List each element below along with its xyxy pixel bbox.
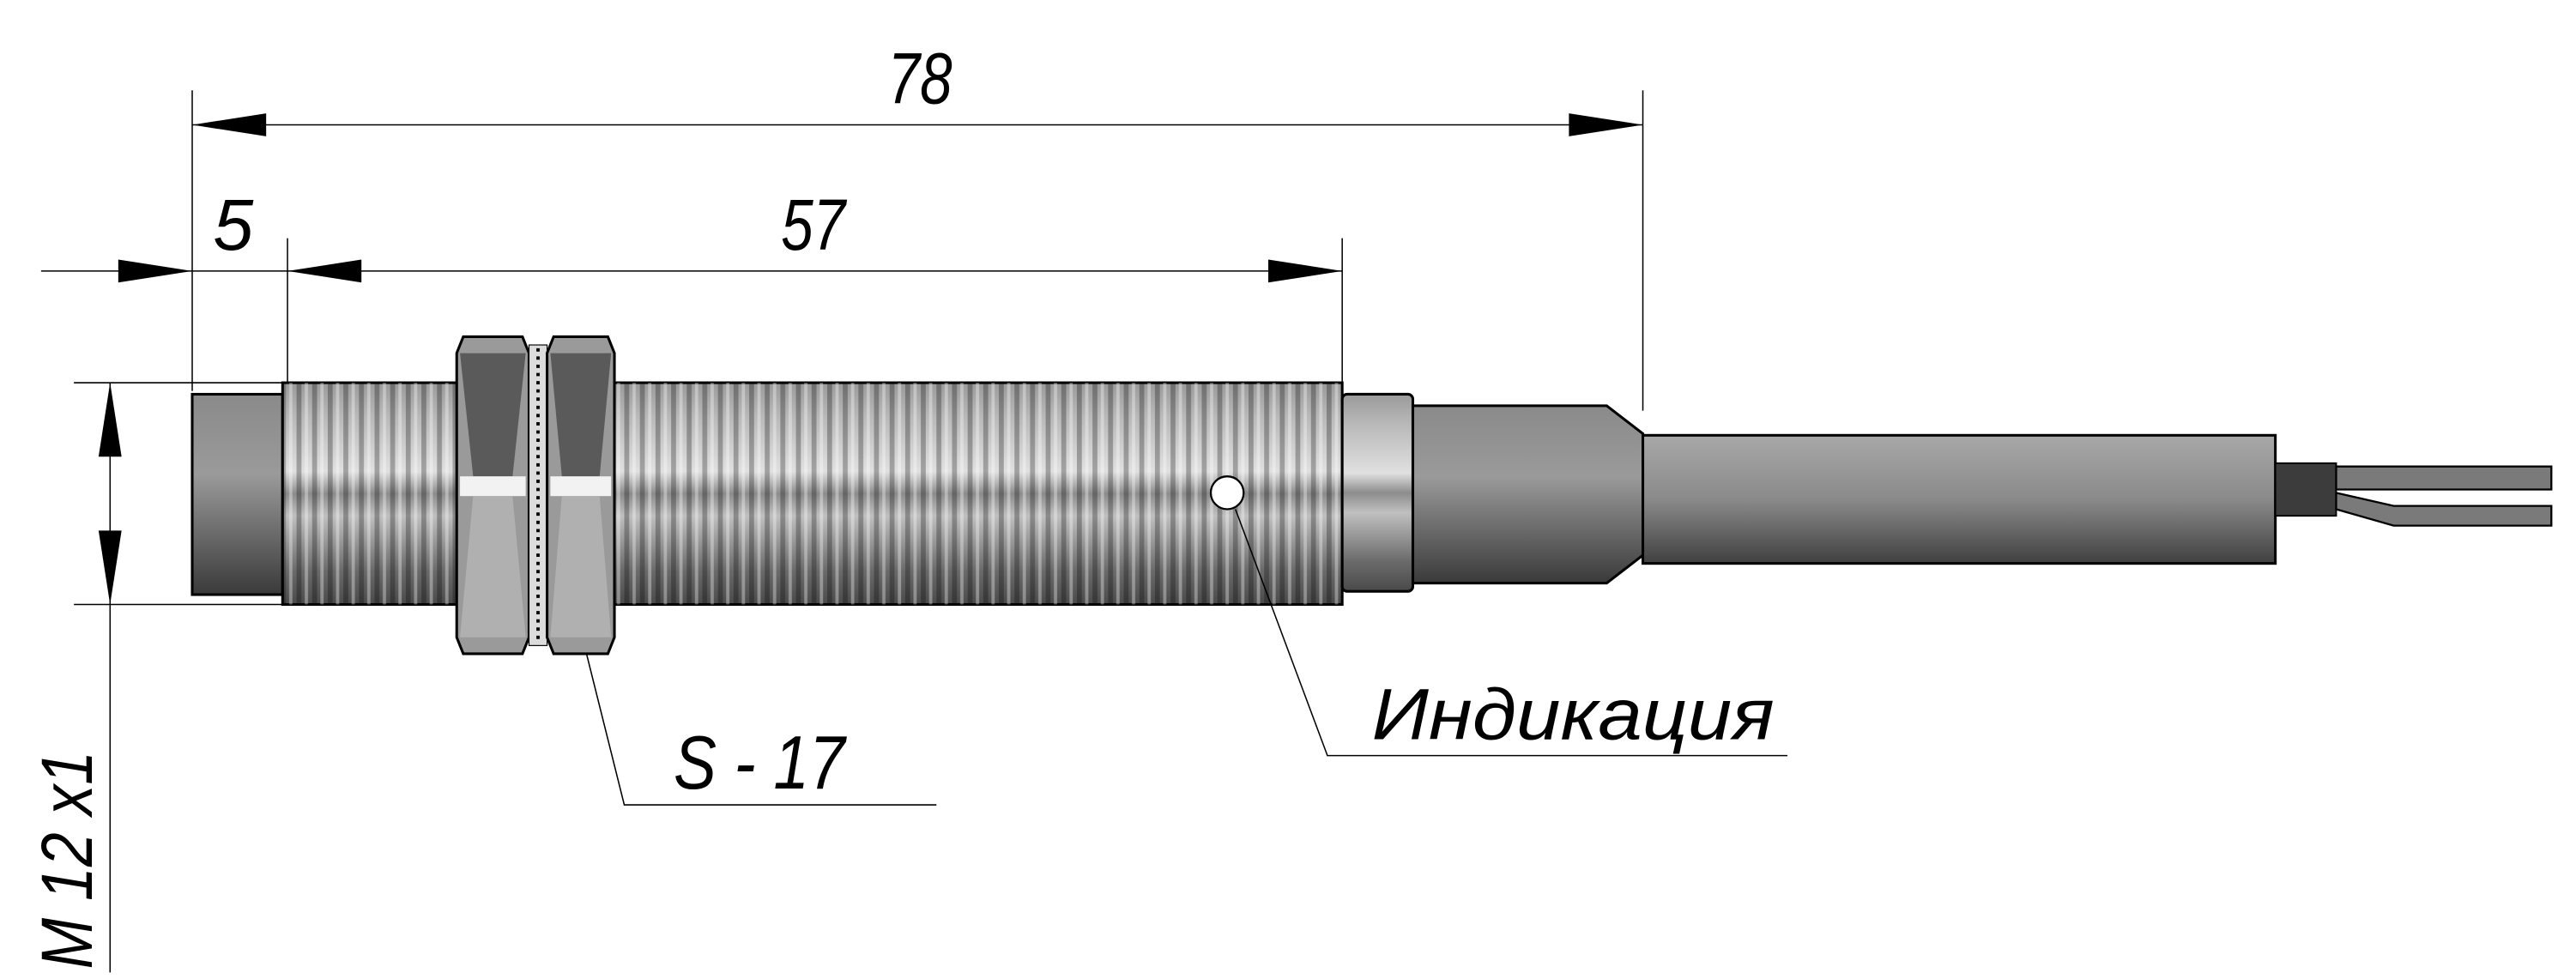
dim-78-label: 78 xyxy=(888,39,952,120)
dimension-line-diameter xyxy=(98,383,122,605)
lock-nut-2 xyxy=(546,335,616,656)
dimension-line-78 xyxy=(192,113,1643,136)
wire-sleeve xyxy=(2274,462,2337,517)
collar xyxy=(1340,392,1415,593)
indicator-label: Индикация xyxy=(1372,674,1775,754)
lock-washer xyxy=(528,344,548,646)
nut-size-label: S - 17 xyxy=(674,721,847,805)
wire-1 xyxy=(2335,465,2553,491)
sensing-face xyxy=(190,392,284,596)
lock-nut-1 xyxy=(455,335,531,656)
dim-5-label: 5 xyxy=(213,184,254,265)
led-indicator-hole xyxy=(1209,475,1245,511)
extension-lines xyxy=(74,90,1644,973)
rear-housing xyxy=(1411,404,1645,585)
indicator-leader xyxy=(1235,509,1788,757)
nut-size-leader xyxy=(585,653,937,806)
dimension-line-57 xyxy=(40,259,1343,283)
wire-2 xyxy=(2335,491,2553,527)
cable xyxy=(1642,433,2277,565)
dim-57-label: 57 xyxy=(781,185,847,266)
thread-size-label: M 12 x1 xyxy=(27,751,108,970)
